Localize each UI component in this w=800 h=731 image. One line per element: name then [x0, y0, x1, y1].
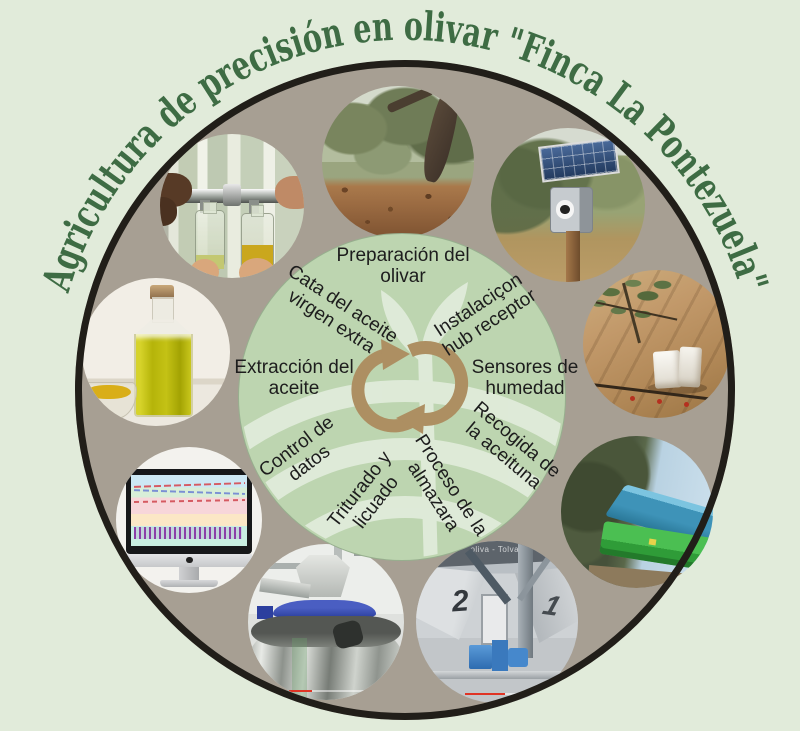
cycle-label-sensores: Sensores de humedad — [472, 357, 579, 399]
cycle-label-line: olivar — [380, 266, 426, 287]
cycle-arrows-icon — [351, 339, 469, 434]
cycle-label-preparacion: Preparación del olivar — [336, 245, 469, 287]
svg-text:Agricultura de precisión en ol: Agricultura de precisión en olivar "Finc… — [33, 3, 777, 298]
cycle-label-line: Sensores de — [471, 357, 579, 378]
cycle-label-line: Preparación del — [336, 245, 470, 266]
cycle-label-extraccion: Extracción del aceite — [234, 357, 353, 399]
outer-ring — [75, 60, 735, 720]
cycle-label-line: aceite — [268, 378, 320, 399]
page-title: Agricultura de precisión en olivar "Finc… — [33, 3, 777, 298]
cycle-label-line: Extracción del — [234, 357, 354, 378]
cycle-label-line: humedad — [485, 378, 565, 399]
